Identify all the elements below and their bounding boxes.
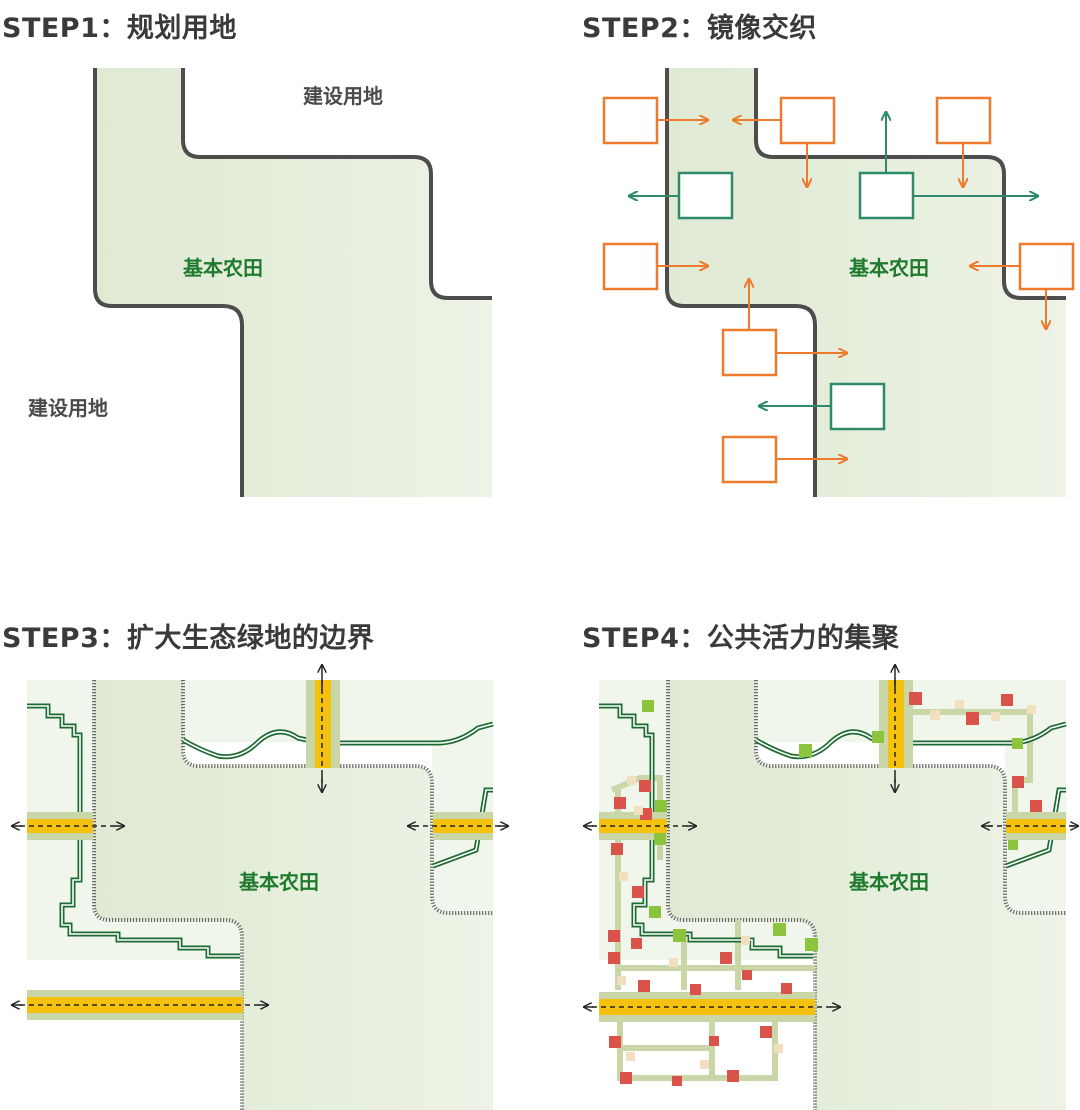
step1-construction-land-label-left: 建设用地 <box>28 396 108 420</box>
red-node <box>690 984 701 995</box>
step2-title: STEP2：镜像交织 <box>582 13 817 44</box>
red-node <box>631 938 642 949</box>
green-node <box>655 800 667 812</box>
red-node <box>608 930 620 942</box>
red-node <box>639 780 651 792</box>
step1-boundary <box>93 68 244 497</box>
step3-eco-boundary-top-inner <box>182 723 494 758</box>
orange-block <box>602 242 659 291</box>
step3-title: STEP3：扩大生态绿地的边界 <box>2 623 375 654</box>
step2-orange-arrows <box>657 120 1046 459</box>
step4-connect-arrows <box>584 665 1078 1007</box>
teal-block <box>829 382 886 431</box>
red-node <box>611 843 623 855</box>
red-node <box>727 1070 739 1082</box>
red-node <box>1001 694 1013 706</box>
step2-boundary <box>665 68 817 497</box>
red-node <box>632 886 644 898</box>
beige-node <box>991 712 1000 721</box>
road-yellow <box>27 997 243 1013</box>
road-yellow <box>599 999 815 1015</box>
red-node <box>638 980 650 992</box>
step3-connect-arrows <box>12 665 508 1005</box>
green-node <box>805 938 818 951</box>
step3-farmland-area <box>94 680 493 1110</box>
red-node <box>672 1076 682 1086</box>
step4-eco-boundary-top-inner <box>755 723 1067 758</box>
green-node <box>649 906 661 918</box>
step2-boundary-upper <box>754 68 1066 300</box>
step4-hatched-boundary-upper <box>754 680 1066 915</box>
beige-node <box>617 976 626 985</box>
red-node <box>966 712 979 725</box>
teal-block <box>858 171 915 220</box>
red-node <box>760 1026 772 1038</box>
step4-basic-farmland-label: 基本农田 <box>849 870 929 894</box>
green-node <box>773 923 786 936</box>
red-node <box>781 983 792 994</box>
step3-hatched-boundary <box>92 680 244 1110</box>
step1-panel <box>93 68 492 497</box>
red-node <box>1012 776 1024 788</box>
beige-node <box>626 1052 635 1061</box>
beige-node <box>955 700 964 709</box>
step4-activity-nodes <box>608 692 1042 1086</box>
step1-title: STEP1：规划用地 <box>2 13 237 44</box>
road-yellow <box>888 680 904 768</box>
step4-panel <box>584 665 1078 1110</box>
red-node <box>742 970 752 980</box>
green-node <box>1012 738 1023 749</box>
red-node <box>620 1072 632 1084</box>
step3-panel <box>12 665 508 1110</box>
beige-node <box>669 958 678 967</box>
green-node <box>642 700 654 712</box>
red-node <box>608 952 620 964</box>
step1-boundary-upper <box>181 68 492 300</box>
green-node <box>872 731 884 743</box>
orange-block <box>602 96 659 145</box>
step4-farmland-area <box>668 680 1066 1110</box>
step3-hatched-boundary-upper <box>181 680 493 915</box>
step3-eco-boundary-left-inner <box>27 705 240 957</box>
red-node <box>609 1036 621 1048</box>
road-yellow <box>315 680 331 768</box>
step1-farmland-area <box>95 68 492 497</box>
step2-teal-arrows <box>629 112 1038 406</box>
step2-basic-farmland-label: 基本农田 <box>849 256 929 280</box>
beige-node <box>774 1044 783 1053</box>
beige-node <box>1027 705 1036 714</box>
green-node <box>673 929 686 942</box>
orange-block <box>721 435 778 484</box>
beige-node <box>619 872 628 881</box>
orange-block <box>779 96 836 145</box>
step4-eco-boundary-left-inner <box>599 705 813 957</box>
green-node <box>654 833 666 845</box>
red-node <box>909 692 922 705</box>
step4-title: STEP4：公共活力的集聚 <box>582 623 900 654</box>
step2-panel <box>602 68 1075 497</box>
step2-farmland-area <box>667 68 1066 497</box>
red-node <box>720 952 732 964</box>
orange-block <box>1018 242 1075 291</box>
beige-node <box>741 936 750 945</box>
step1-basic-farmland-label: 基本农田 <box>183 256 263 280</box>
red-node <box>614 797 626 809</box>
step1-construction-land-label-top: 建设用地 <box>303 84 383 108</box>
path-network <box>905 709 1033 840</box>
beige-node <box>930 710 940 720</box>
red-node <box>1030 800 1042 812</box>
green-node <box>1008 840 1018 850</box>
teal-block <box>677 171 734 220</box>
beige-node <box>700 1060 709 1069</box>
red-node <box>709 1036 719 1046</box>
orange-block <box>935 96 992 145</box>
green-node <box>799 744 812 757</box>
step3-basic-farmland-label: 基本农田 <box>239 870 319 894</box>
beige-node <box>627 776 636 785</box>
orange-block <box>721 328 778 377</box>
beige-node <box>634 806 643 815</box>
